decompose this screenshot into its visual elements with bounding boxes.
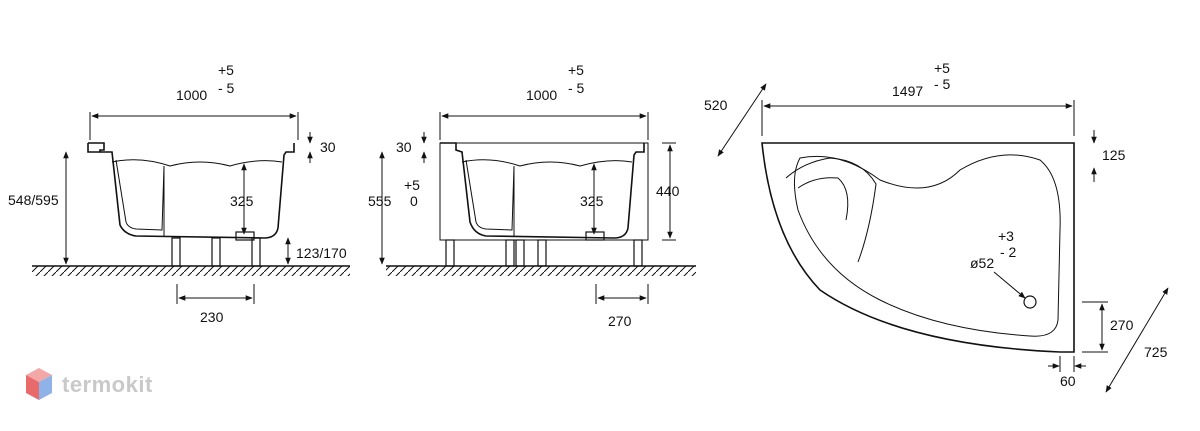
depth-label: 325: [230, 193, 254, 209]
drain-hole: [1023, 295, 1037, 309]
ground-hatch: [386, 266, 696, 276]
front-view-right: 1000 +5 - 5 30 555 +5 0 325: [368, 62, 696, 329]
drain-leader: [993, 271, 1026, 299]
rim-label: 30: [320, 139, 336, 155]
tub-outline: [88, 142, 295, 239]
height-tol-plus: +5: [404, 177, 420, 193]
ground-hatch: [32, 266, 350, 276]
panel-label: 440: [656, 183, 680, 199]
width-tol-plus: +5: [568, 62, 584, 78]
water-line: [461, 159, 633, 167]
width-label: 1000: [526, 87, 557, 103]
width-label: 1000: [176, 87, 207, 103]
height-label: 555: [368, 193, 392, 209]
logo-cube-icon: [26, 368, 52, 400]
length-label: 1497: [892, 83, 923, 99]
seat-contour: [115, 159, 165, 231]
front-view-left: 1000 +5 - 5 30 548/595 325 123/170: [8, 62, 350, 325]
legs-label: 123/170: [296, 245, 347, 261]
tub-legs: [445, 231, 643, 267]
edge-label: 60: [1060, 373, 1076, 389]
rim-label: 30: [396, 139, 412, 155]
diag-label: 520: [704, 97, 728, 113]
water-line: [111, 159, 283, 167]
diag-dimension: [717, 83, 767, 157]
drain-tol-plus: +3: [998, 228, 1014, 244]
support-frame: [439, 142, 649, 241]
seat-contour: [465, 159, 515, 231]
seat-contour: [797, 177, 849, 221]
tub-inner-bowl: [794, 154, 1061, 337]
depth-label: 325: [580, 193, 604, 209]
width-tol-plus: +5: [218, 62, 234, 78]
length-tol-minus: - 5: [934, 76, 951, 92]
height-label: 548/595: [8, 192, 59, 208]
top-view: 1497 +5 - 5 520 125 +3 - 2 ø52 270 60 72…: [704, 60, 1169, 393]
headrest-contour: [785, 157, 877, 263]
width-tol-minus: - 5: [218, 80, 235, 96]
termokit-logo: termokit: [24, 366, 153, 404]
drain-tol-minus: - 2: [1000, 244, 1017, 260]
depth-diag-dimension: [1105, 287, 1169, 393]
length-tol-plus: +5: [934, 60, 950, 76]
right-rim-label: 125: [1102, 147, 1126, 163]
logo-text: termokit: [62, 372, 153, 397]
spacing-label: 230: [200, 309, 224, 325]
drain-offset-label: 270: [1110, 317, 1134, 333]
height-tol-minus: 0: [410, 193, 418, 209]
drain-label: ø52: [970, 255, 994, 271]
tub-outline: [440, 142, 645, 239]
depth-diag-label: 725: [1144, 344, 1168, 360]
width-tol-minus: - 5: [568, 80, 585, 96]
rim-left: [87, 143, 100, 153]
offset-label: 270: [608, 313, 632, 329]
tub-outer-outline: [761, 142, 1075, 353]
